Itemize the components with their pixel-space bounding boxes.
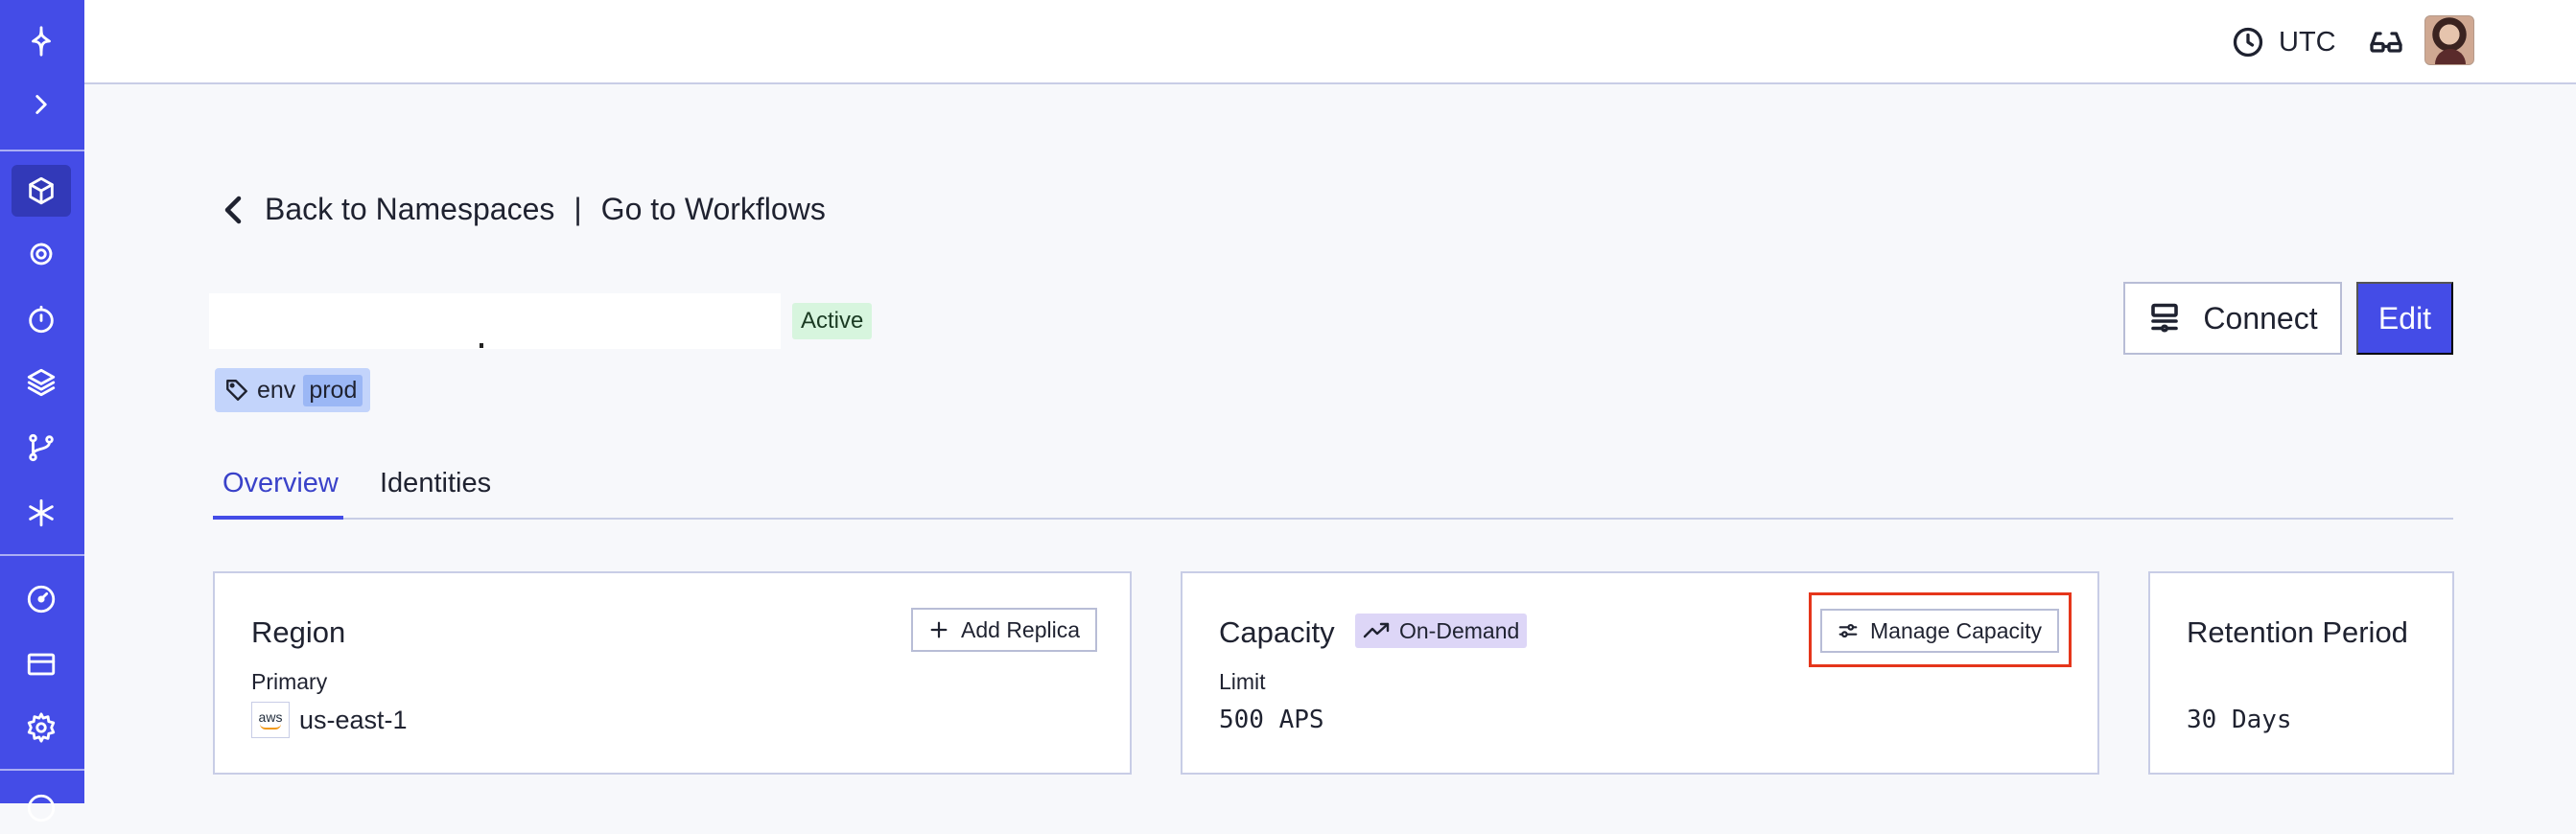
tag-icon <box>226 380 247 401</box>
manage-capacity-label: Manage Capacity <box>1870 617 2042 643</box>
git-branch-icon <box>29 433 54 462</box>
sidebar-item-batch[interactable] <box>12 357 71 408</box>
sidebar-item-billing[interactable] <box>12 638 71 690</box>
aws-logo-text: aws <box>258 709 283 725</box>
sidebar-item-schedules[interactable] <box>12 293 71 345</box>
connect-icon <box>2151 303 2179 333</box>
retention-value: 30 Days <box>2187 706 2292 734</box>
help-icon <box>27 794 56 822</box>
capacity-mode-badge: On-Demand <box>1355 614 1528 648</box>
sliders-icon <box>1838 623 1858 638</box>
expand-sidebar-icon[interactable] <box>12 79 71 130</box>
clock-icon <box>2233 27 2263 58</box>
region-title: Region <box>251 615 346 649</box>
add-replica-label: Add Replica <box>961 616 1081 642</box>
add-replica-button[interactable]: Add Replica <box>911 608 1098 652</box>
go-to-workflows-link[interactable]: Go to Workflows <box>600 192 826 226</box>
connect-label: Connect <box>2203 300 2318 336</box>
region-value: us-east-1 <box>299 705 408 734</box>
glasses-icon[interactable] <box>2367 23 2405 61</box>
primary-label: Primary <box>251 669 328 694</box>
aws-logo: aws <box>251 702 290 738</box>
capacity-card: Capacity Limit 500 APS <box>1181 571 2099 775</box>
focus-highlight <box>1809 592 2072 667</box>
tab-overview[interactable]: Overview <box>222 468 339 498</box>
timer-icon <box>29 305 54 334</box>
credit-card-icon <box>27 653 56 676</box>
sidebar-item-settings[interactable] <box>12 702 71 753</box>
region-card: Region Add Replica Primary aws us-east-1 <box>213 571 1132 775</box>
tag-key: env <box>257 376 296 404</box>
sidebar-divider <box>0 150 84 151</box>
active-tab-indicator <box>213 516 343 520</box>
trending-up-icon <box>1363 622 1390 638</box>
capacity-mode-label: On-Demand <box>1399 617 1520 643</box>
namespace-title <box>209 293 781 349</box>
logo-icon[interactable] <box>12 15 71 67</box>
primary-region: aws us-east-1 <box>251 702 408 738</box>
plus-icon <box>930 621 948 638</box>
limit-label: Limit <box>1219 669 1266 694</box>
sidebar-item-integrations[interactable] <box>12 487 71 539</box>
gauge-icon <box>27 585 56 614</box>
timezone-label: UTC <box>2279 26 2336 58</box>
radar-icon <box>30 243 53 266</box>
layers-icon <box>27 368 56 397</box>
namespace-tag[interactable]: env prod <box>215 368 371 412</box>
sidebar-item-namespaces[interactable] <box>12 165 71 217</box>
retention-title: Retention Period <box>2187 615 2408 649</box>
sidebar-item-help[interactable] <box>12 782 71 834</box>
chevron-left-icon[interactable] <box>219 193 247 227</box>
tag-value: prod <box>303 374 363 406</box>
manage-capacity-button[interactable]: Manage Capacity <box>1820 609 2059 653</box>
connect-button[interactable]: Connect <box>2123 282 2342 355</box>
sidebar-divider <box>0 554 84 556</box>
status-badge: Active <box>792 303 873 339</box>
sidebar-divider <box>0 769 84 771</box>
breadcrumb-separator: | <box>574 192 582 226</box>
cube-icon <box>29 176 54 205</box>
edit-button[interactable]: Edit <box>2356 282 2453 355</box>
sidebar-item-nexus[interactable] <box>12 422 71 474</box>
back-to-namespaces-link[interactable]: Back to Namespaces <box>265 192 555 226</box>
top-bar: UTC <box>84 0 2576 84</box>
gear-icon <box>27 712 56 743</box>
sidebar <box>0 0 84 822</box>
avatar[interactable] <box>2424 15 2474 65</box>
breadcrumb: Back to Namespaces | Go to Workflows <box>219 192 826 227</box>
sidebar-item-usage[interactable] <box>12 573 71 625</box>
tabs: Overview Identities <box>213 451 2453 520</box>
sidebar-item-observability[interactable] <box>12 228 71 280</box>
retention-card: Retention Period 30 Days <box>2148 571 2454 775</box>
timezone-selector[interactable]: UTC <box>2231 21 2336 63</box>
limit-value: 500 APS <box>1219 706 1324 734</box>
capacity-title: Capacity <box>1219 615 1335 649</box>
asterisk-icon <box>29 498 54 527</box>
tab-identities[interactable]: Identities <box>380 468 492 498</box>
